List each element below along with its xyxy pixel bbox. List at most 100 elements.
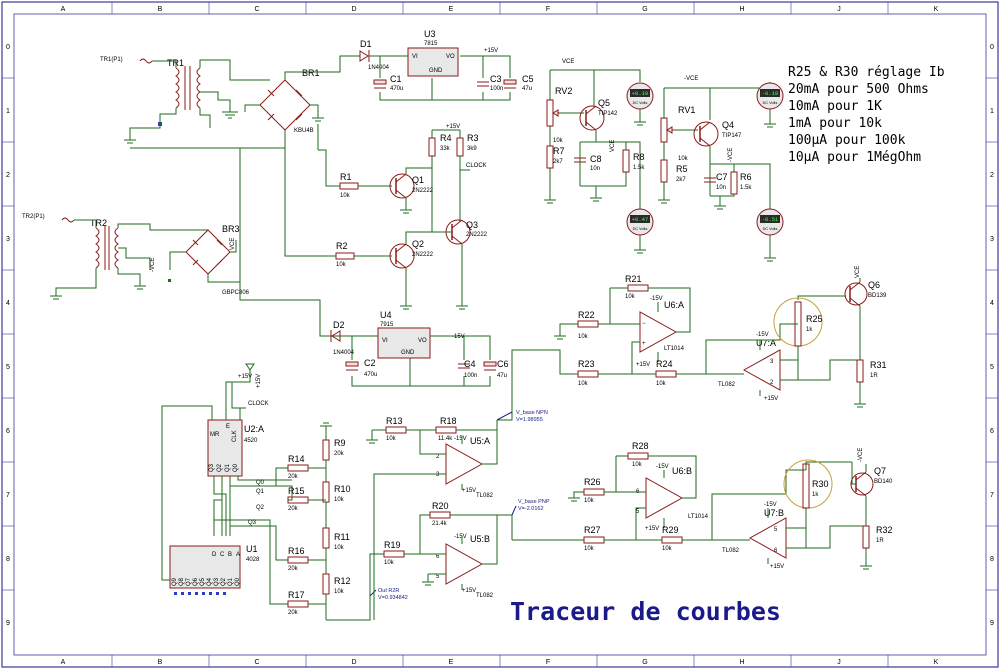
q1-value: 2N2222 [412, 188, 434, 194]
r13-ref: R13 [386, 416, 403, 426]
transistor-q1: Q1 2N2222 [389, 173, 434, 199]
net-q3: Q3 [248, 520, 257, 526]
frame-col-bottom: H [739, 659, 744, 666]
u1-out-pin: Q5 [200, 577, 206, 586]
u2-pin-q0: Q0 [233, 463, 239, 472]
u7a-ref: U7:A [756, 338, 776, 348]
r19-ref: R19 [384, 540, 401, 550]
frame-col-top: B [158, 6, 163, 13]
capacitor-c7: C7 10n [704, 172, 728, 191]
c3-value: 100n [490, 86, 503, 92]
opamp-u5a: 2 3 U5:A TL082 -15V +15V [436, 436, 494, 499]
u1-out-pin: Q8 [179, 577, 185, 586]
voltmeter-3-unit: DC Volts [763, 101, 778, 105]
r7-ref: R7 [553, 146, 565, 156]
frame-col-bottom: B [158, 659, 163, 666]
resistor-r13: R13 10k [385, 416, 407, 442]
u7b-pin: 6 [774, 548, 778, 554]
r17-value: 20k [288, 610, 299, 616]
frame-col-top: C [254, 6, 259, 13]
opamp-u6a: − + U6:A LT1014 -15V +15V [636, 296, 685, 368]
net-q0: Q0 [256, 480, 265, 486]
r22-ref: R22 [578, 310, 595, 320]
r1-value: 10k [340, 193, 351, 199]
resistor-r11: R11 10k [322, 527, 350, 551]
tr1-source-label: TR1(P1) [100, 57, 123, 63]
u6b-value: LT1014 [688, 514, 709, 520]
q5-vce-label: VCE [562, 59, 574, 65]
net-q2: Q2 [256, 505, 265, 511]
frame-col-bottom: F [546, 659, 550, 666]
r16-ref: R16 [288, 546, 305, 556]
frame-row-left: 8 [6, 556, 10, 563]
transistor-q3: Q3 2N2222 [445, 219, 488, 245]
r7-value: 2k7 [553, 159, 563, 165]
r3-value: 3k9 [467, 146, 477, 152]
frame-col-top: G [642, 6, 647, 13]
rv1-value: 10k [678, 156, 689, 162]
u5a-pin: 3 [436, 472, 440, 478]
resistor-r24: R24 10k [655, 359, 677, 387]
transistor-q7: Q7 BD140 [850, 466, 893, 497]
potentiometer-rv2: RV2 10k [546, 86, 572, 144]
frame-row-right: 2 [990, 172, 994, 179]
u2-pin-clk: CLK [232, 430, 238, 442]
q2-value: 2N2222 [412, 252, 434, 258]
u7b-ref: U7:B [764, 508, 784, 518]
u2-pin-q2: Q2 [217, 463, 223, 472]
r20-value: 21.4k [432, 521, 448, 527]
c5-ref: C5 [522, 74, 534, 84]
r4-ref: R4 [440, 133, 452, 143]
u2-supply-label-2: +15V [256, 374, 262, 388]
frame-row-left: 9 [6, 620, 10, 627]
resistor-r32: R32 1R [862, 525, 893, 549]
r21-value: 10k [625, 294, 636, 300]
u5a-pin: 2 [436, 454, 440, 460]
frame-col-bottom: D [351, 659, 356, 666]
c8-ref: C8 [590, 154, 602, 164]
q1-ref: Q1 [412, 175, 424, 185]
q5-emitter-label: VCE [610, 140, 616, 152]
r32-value: 1R [876, 538, 884, 544]
resistor-r31: R31 1R [856, 359, 887, 383]
c3-ref: C3 [490, 74, 502, 84]
d2-value: 1N4004 [333, 350, 355, 356]
note-line: 10mA pour 1K [788, 99, 882, 114]
u1-out-pin: Q4 [207, 577, 213, 586]
q7-value: BD140 [874, 479, 893, 485]
resistor-r12: R12 10k [322, 573, 351, 595]
frame-row-right: 9 [990, 620, 994, 627]
frame-row-right: 5 [990, 364, 994, 371]
opamp-u7b: 5 6 U7:B TL082 -15V +15V [722, 502, 787, 570]
probe-vbase-npn-value: V=1.98955 [516, 417, 543, 423]
voltmeter-1-reading: +0.19 [632, 90, 649, 97]
frame-row-left: 6 [6, 428, 10, 435]
c1-value: 470u [390, 86, 403, 92]
u2-pin-mr: MR [210, 432, 220, 438]
voltmeter-3: -0.19 DC Volts [756, 82, 784, 110]
resistor-r26: R26 10k [583, 477, 605, 504]
u2-pin-q1: Q1 [225, 463, 231, 472]
probe-vbase-npn-name: V_base NPN [516, 410, 548, 416]
rv2-value: 10k [553, 138, 564, 144]
r3-ref: R3 [467, 133, 479, 143]
resistor-r29: R29 10k [661, 525, 683, 552]
probe-vbase-pnp: V_base PNP V=-2.0162 [511, 499, 550, 516]
r17-ref: R17 [288, 590, 305, 600]
resistor-r21: R21 10k [625, 274, 649, 300]
q4-ref: Q4 [722, 120, 734, 130]
r23-ref: R23 [578, 359, 595, 369]
voltmeter-2-unit: DC Volts [633, 227, 648, 231]
resistor-r23: R23 10k [577, 359, 599, 387]
probe-vbase-pnp-name: V_base PNP [518, 499, 550, 505]
r25-ref: R25 [806, 314, 823, 324]
u6b-pos-supply: +15V [645, 526, 659, 532]
u5b-value: TL082 [476, 593, 494, 599]
u2a-value: 4520 [244, 438, 258, 444]
u7a-pos-supply: +15V [764, 396, 778, 402]
u6b-pin: 5 [636, 509, 640, 515]
c4-value: 100n [464, 373, 477, 379]
u2-supply-label: +15V [238, 374, 252, 380]
voltmeter-4-unit: DC Volts [763, 227, 778, 231]
resistor-r25: R25 1k [794, 301, 823, 347]
